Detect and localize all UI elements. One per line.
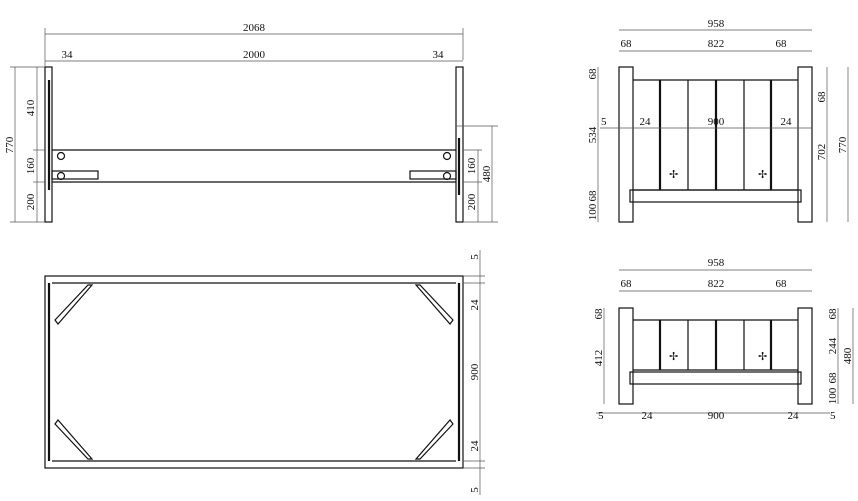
- dim-overall-width: 958: [708, 18, 725, 30]
- dim-right-mid: 702: [816, 144, 828, 161]
- dim-bottom-right-rail: 24: [788, 410, 800, 422]
- dim-right-total: 480: [842, 347, 854, 364]
- bottom-rail: [629, 371, 802, 385]
- left-post: [618, 307, 634, 405]
- dim-bottom-right-gap: 5: [830, 410, 836, 422]
- dim-right-top: 68: [827, 308, 839, 320]
- dim-right-total: 770: [837, 136, 849, 153]
- right-bracket: [409, 170, 457, 180]
- head-end-view: ✢ ✢ 958 68 822 68 68 534 68 100 5 24 900…: [587, 18, 849, 223]
- left-post: [618, 66, 634, 223]
- dim-left-post: 68: [621, 278, 633, 290]
- dim-top-rail: 24: [469, 299, 481, 311]
- bolt-icon: [56, 151, 66, 161]
- dim-left-leg: 100: [587, 203, 599, 220]
- dim-inner-width: 822: [708, 278, 725, 290]
- screw-icon: ✢: [669, 169, 678, 181]
- corner-brace: [54, 284, 94, 325]
- screw-icon: ✢: [758, 169, 767, 181]
- dim-overall-width: 958: [708, 257, 725, 269]
- bottom-rail: [629, 189, 802, 203]
- dim-inner-width: 2000: [243, 49, 266, 61]
- dim-top-gap: 5: [469, 254, 481, 260]
- dim-left-height: 412: [593, 350, 605, 367]
- right-post: [797, 66, 813, 223]
- screw-icon: ✢: [758, 351, 767, 363]
- right-post: [797, 307, 813, 405]
- dim-inner-width: 822: [708, 38, 725, 50]
- dim-rail-height-right: 160: [466, 157, 478, 174]
- dim-right-top: 68: [816, 91, 828, 103]
- corner-brace: [414, 284, 454, 325]
- screw-icon: ✢: [669, 351, 678, 363]
- plan-view: 5 24 900 24 5: [44, 250, 485, 495]
- front-view: 2068 34 2000 34 770 410 160 200 160 200 …: [4, 22, 498, 223]
- dim-right-leg: 100: [827, 387, 839, 404]
- dim-inner-span: 900: [708, 116, 725, 128]
- right-post: [455, 66, 464, 223]
- corner-brace: [54, 419, 94, 460]
- dim-right-post: 68: [776, 38, 788, 50]
- foot-end-view: ✢ ✢ 958 68 822 68 68 412 68 244 68 100 4…: [593, 257, 854, 422]
- left-post: [44, 66, 53, 223]
- dim-right-mid: 244: [827, 337, 839, 354]
- dim-inner-gap: 5: [601, 116, 607, 128]
- dim-bottom-left-rail: 24: [642, 410, 654, 422]
- dim-right-post: 68: [776, 278, 788, 290]
- dim-right-rail: 68: [827, 372, 839, 384]
- frame-outline: [44, 275, 464, 469]
- dim-bottom-span: 900: [708, 410, 725, 422]
- corner-brace: [414, 419, 454, 460]
- dim-inner-length: 900: [469, 363, 481, 380]
- dim-leg-height: 200: [25, 193, 37, 210]
- dim-bottom-rail: 24: [469, 440, 481, 452]
- dim-left-rail: 68: [587, 190, 599, 202]
- dim-left-post: 68: [621, 38, 633, 50]
- dim-inner-left-rail: 24: [640, 116, 652, 128]
- dim-bottom-left-gap: 5: [598, 410, 604, 422]
- dim-inner-right-rail: 24: [781, 116, 793, 128]
- dim-left-top: 68: [587, 68, 599, 80]
- dim-total-height: 770: [4, 136, 16, 153]
- dim-left-top: 68: [593, 308, 605, 320]
- bolt-icon: [442, 151, 452, 161]
- dim-right-height: 480: [481, 165, 493, 182]
- dim-upper-height: 410: [25, 99, 37, 116]
- dim-left-mid: 534: [587, 126, 599, 143]
- dim-right-post: 34: [433, 49, 445, 61]
- left-bracket: [51, 170, 99, 180]
- dim-left-post: 34: [62, 49, 74, 61]
- dim-bottom-gap: 5: [469, 487, 481, 493]
- dim-overall-width: 2068: [243, 22, 266, 34]
- dim-rail-height: 160: [25, 157, 37, 174]
- dim-leg-height-right: 200: [466, 193, 478, 210]
